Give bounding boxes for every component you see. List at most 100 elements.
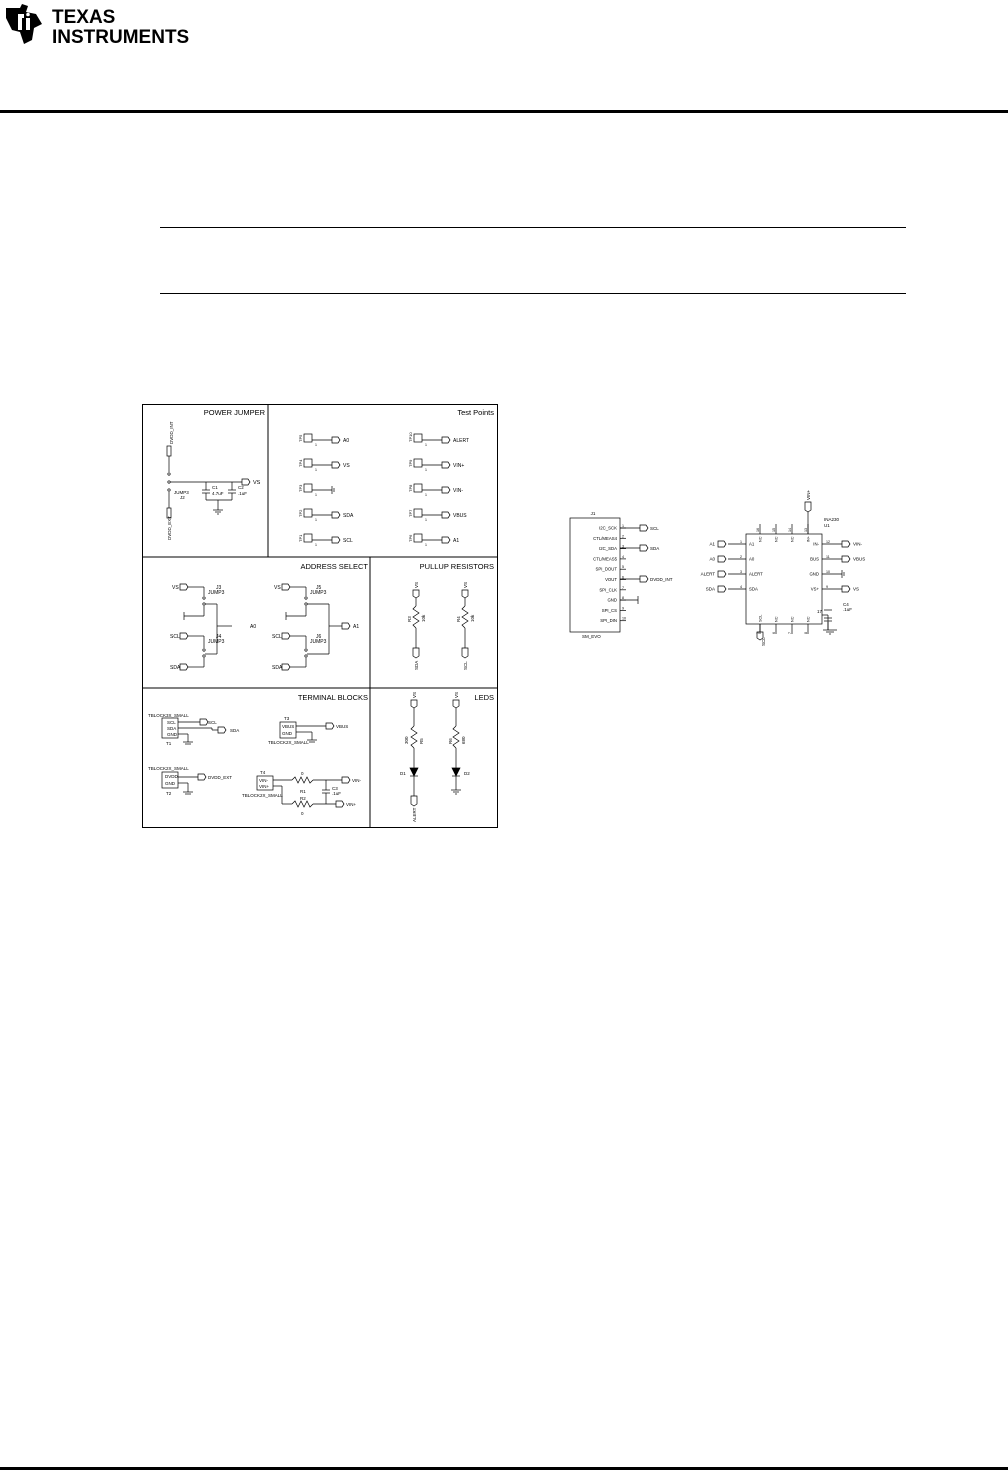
addr-jump-1: JUMP3 <box>208 590 225 596</box>
test-point-pin-number: 1 <box>425 518 427 522</box>
t1-pin-1: SCL <box>167 720 176 725</box>
u1-bottom-pin-label: NC <box>807 616 811 622</box>
t4-name: TBLOCK2X_SMALL <box>242 793 283 798</box>
test-point-net: A1 <box>453 538 459 544</box>
u1-bottom-pin-label: NC <box>791 616 795 622</box>
u1-top-pin-label: NC <box>775 536 779 542</box>
c1-ref: C1 <box>212 485 218 490</box>
r2-ref: R2 <box>300 796 306 801</box>
addr-jump-3: JUMP3 <box>310 590 327 596</box>
t1-name: TBLOCK3X_SMALL <box>148 713 189 718</box>
t1-net-scl: SCL <box>208 720 217 725</box>
t3-pin-1: VBUS <box>282 724 294 729</box>
u1-name: INA230 <box>824 517 840 522</box>
u1-right-pin-label: BUS <box>810 557 819 562</box>
test-point-ref: TP1 <box>298 534 303 542</box>
addr-scl-2: SCL <box>272 634 282 640</box>
test-point-pin-number: 1 <box>315 443 317 447</box>
u1-left-pin-label: A1 <box>749 542 755 547</box>
addr-vs-2: VS <box>274 585 281 591</box>
u1-bottom-pin-number: 8 <box>804 632 808 634</box>
test-point-pin-number: 1 <box>315 543 317 547</box>
u1-left-port <box>717 570 727 578</box>
j1-pin-number: 10 <box>622 617 626 621</box>
t2-pin-2: GND <box>165 781 176 786</box>
logo-line2: INSTRUMENTS <box>52 27 189 46</box>
u1-left-pin-number: 2 <box>740 555 742 559</box>
test-point-net: VIN+ <box>453 463 464 469</box>
j1-pin-label: SPI_DIN <box>600 618 617 623</box>
test-point-ref: TP8 <box>408 484 413 492</box>
section-terminal-blocks: TERMINAL BLOCKS <box>298 693 368 702</box>
t1-pin-2: SDA <box>167 726 176 731</box>
leds-circuit <box>409 699 461 807</box>
test-point-port <box>331 511 341 519</box>
test-point-ref: TP5 <box>298 434 303 442</box>
u1-right-pin-number: 10 <box>826 570 830 574</box>
test-point-pin-number: 1 <box>425 493 427 497</box>
t2-pin-1: DVDD <box>165 774 179 779</box>
u1-left-pin-number: 4 <box>740 585 742 589</box>
u1-top-pin-number: 13 <box>804 528 808 532</box>
c1-val: 4.7uF <box>212 491 224 496</box>
j1-pin-number: 4 <box>622 555 624 559</box>
u1-right-net: VIN- <box>853 542 863 547</box>
t1-pin-3: GND <box>167 732 178 737</box>
u1-top-pin-label: NC <box>791 536 795 542</box>
logo-line1: TEXAS <box>52 7 115 28</box>
u1-right-pin-label: VS+ <box>811 587 820 592</box>
test-point-pin-number: 1 <box>425 443 427 447</box>
t2-net-dvdd-ext: DVDD_EXT <box>208 775 232 780</box>
j1-pin-label: I2C_SCK <box>599 526 617 531</box>
t3-pin-2: GND <box>282 731 293 736</box>
u1-right-port <box>841 540 851 548</box>
u1-body <box>745 533 823 625</box>
u1-right-net: VBUS <box>853 557 865 562</box>
section-test-points: Test Points <box>457 408 494 417</box>
test-point-pad <box>413 508 423 518</box>
test-point-pad <box>413 458 423 468</box>
addr-sda-2: SDA <box>272 665 283 671</box>
addr-jump-4: JUMP3 <box>310 639 327 645</box>
j1-pin-number: 2 <box>622 534 624 538</box>
ti-logo-icon <box>6 4 42 44</box>
u1-left-net: A1 <box>709 542 715 547</box>
j1-name: SM_EVO <box>582 634 601 639</box>
j1-body <box>569 517 621 633</box>
content-rule-bottom <box>160 293 906 294</box>
test-point-port <box>331 436 341 444</box>
test-point-pad <box>413 433 423 443</box>
test-point-port <box>331 461 341 469</box>
u1-right-port <box>841 585 851 593</box>
test-point-pin-number: 1 <box>425 543 427 547</box>
test-point-ref: TP4 <box>298 459 303 467</box>
addr-j4: J4 <box>216 634 222 640</box>
addr-j5: J5 <box>316 585 322 591</box>
j1-pin-number: 1 <box>622 524 624 528</box>
addr-j6: J6 <box>316 634 322 640</box>
u1-left-port <box>717 540 727 548</box>
u1-left-pin-label: SDA <box>749 587 758 592</box>
footer-rule <box>0 1467 1008 1470</box>
addr-sda-1: SDA <box>170 665 181 671</box>
pullup-vs-1: VS <box>414 582 419 588</box>
t1-ref: T1 <box>166 741 172 746</box>
test-point-ref: TP9 <box>408 459 413 467</box>
j1-pin-label: SPI_CLK <box>599 587 617 592</box>
test-point-net: VS <box>343 463 350 469</box>
u1-right-pin-number: 12 <box>826 540 830 544</box>
test-point-pad <box>303 458 313 468</box>
j1-pin-label: SPI_CS <box>602 608 617 613</box>
pullup-r3: R3 <box>407 616 412 622</box>
u1-left-pin-number: 3 <box>740 570 742 574</box>
t1-net-sda: SDA <box>230 728 239 733</box>
u1-left-net: SDA <box>706 587 715 592</box>
u1-ref: U1 <box>824 523 830 528</box>
test-point-port <box>441 436 451 444</box>
t3-ref: T3 <box>284 716 290 721</box>
jumper-name: JUMP3 <box>174 490 189 495</box>
u1-top-pin-number: 16 <box>756 528 760 532</box>
